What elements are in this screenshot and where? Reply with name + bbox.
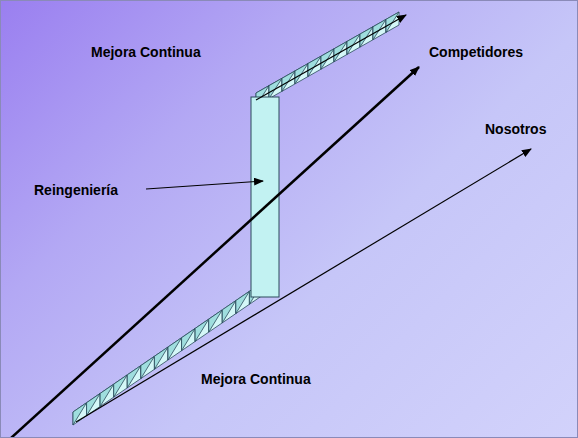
- stair-step: [182, 328, 196, 350]
- diagram-label: Mejora Continua: [91, 44, 201, 60]
- upper-line: [256, 15, 406, 100]
- stair-fold: [168, 338, 182, 360]
- stair-step: [73, 403, 87, 425]
- diagram-label: Nosotros: [485, 121, 546, 137]
- stair-fold: [195, 319, 209, 341]
- stair-fold: [141, 356, 155, 378]
- leader-line: [146, 181, 263, 189]
- stair-fold: [222, 301, 236, 323]
- stair-fold: [114, 375, 128, 397]
- stair-fold: [182, 328, 196, 350]
- diagram-label: Competidores: [429, 44, 523, 60]
- stair-step: [222, 301, 236, 323]
- stair-step: [195, 319, 209, 341]
- stair-step: [168, 338, 182, 360]
- stair-fold: [73, 403, 87, 425]
- stair-step: [236, 291, 250, 313]
- stair-step: [154, 347, 168, 369]
- stair-step: [209, 310, 223, 332]
- stair-fold: [209, 310, 223, 332]
- stair-fold: [87, 393, 101, 415]
- diagram-label: Mejora Continua: [201, 371, 311, 387]
- stair-fold: [154, 347, 168, 369]
- stair-fold: [236, 291, 250, 313]
- us-line: [76, 149, 531, 422]
- stair-steps: [73, 12, 399, 425]
- stair-step: [114, 375, 128, 397]
- stair-step: [87, 393, 101, 415]
- stair-step: [141, 356, 155, 378]
- diagram-label: Reingeniería: [34, 182, 118, 198]
